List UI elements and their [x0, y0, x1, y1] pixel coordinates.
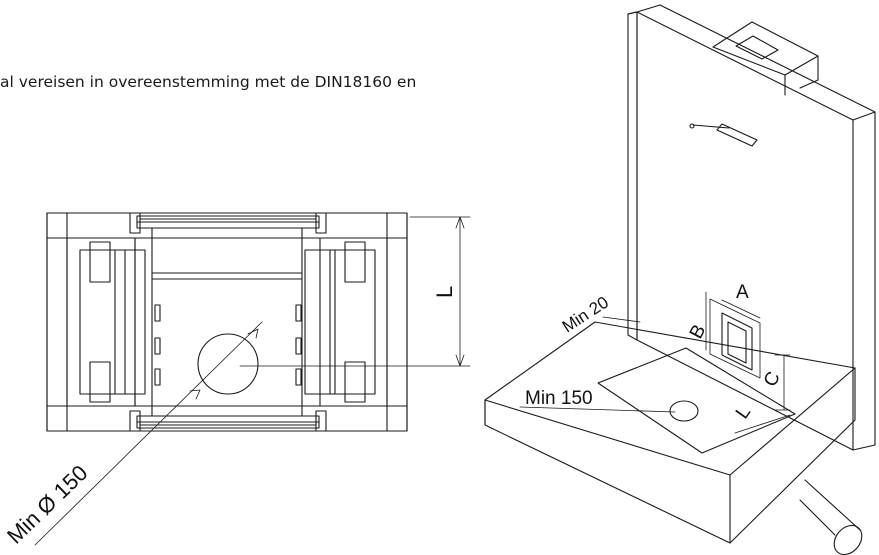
duct-opening-circle: [197, 333, 259, 395]
outer-frame: [46, 212, 408, 432]
floor-slab: [484, 321, 856, 544]
length-label-left: L: [432, 286, 457, 298]
label-c: C: [760, 368, 785, 390]
intro-text: al vereisen in overeenstemming met de DI…: [0, 73, 417, 91]
min150-label: Min 150: [525, 388, 593, 409]
isometric-diagram: [484, 4, 876, 555]
diameter-label: Min Ø 150: [2, 460, 92, 548]
top-view-diagram: [34, 212, 471, 546]
min20-label: Min 20: [559, 293, 612, 337]
label-a: A: [736, 282, 749, 303]
label-l-right: L: [732, 402, 755, 423]
